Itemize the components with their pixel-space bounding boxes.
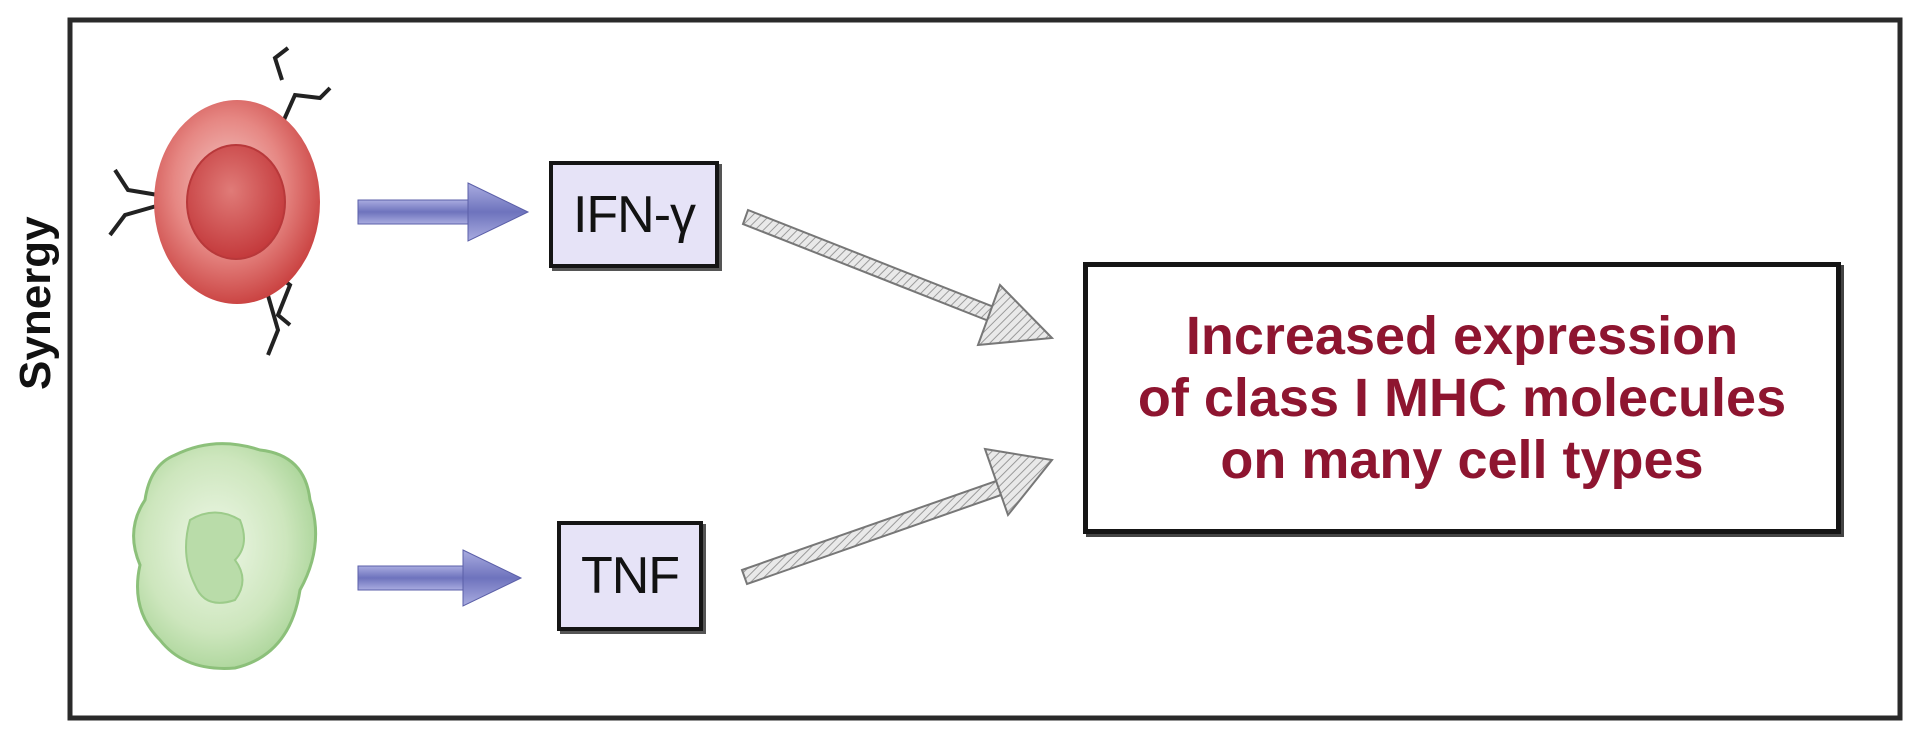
ifn-gamma-box: IFN-γ [549,161,719,268]
tnf-box: TNF [557,521,703,631]
converge-arrow-bottom [740,447,1054,586]
outcome-line-3: on many cell types [1220,430,1704,490]
ifn-gamma-label: IFN-γ [572,185,696,244]
side-label: Synergy [11,216,60,390]
lymphocyte-cell-icon [108,46,332,356]
source-arrow-bottom [357,549,523,607]
tnf-label: TNF [580,547,680,605]
source-arrow-top [357,182,530,242]
frame-border [67,17,1903,721]
outcome-box: Increased expression of class I MHC mole… [1083,262,1841,534]
outcome-line-2: of class I MHC molecules [1137,368,1787,428]
outcome-line-1: Increased expression [1185,306,1739,366]
converge-arrow-top [741,208,1055,347]
macrophage-cell-icon [132,442,318,670]
